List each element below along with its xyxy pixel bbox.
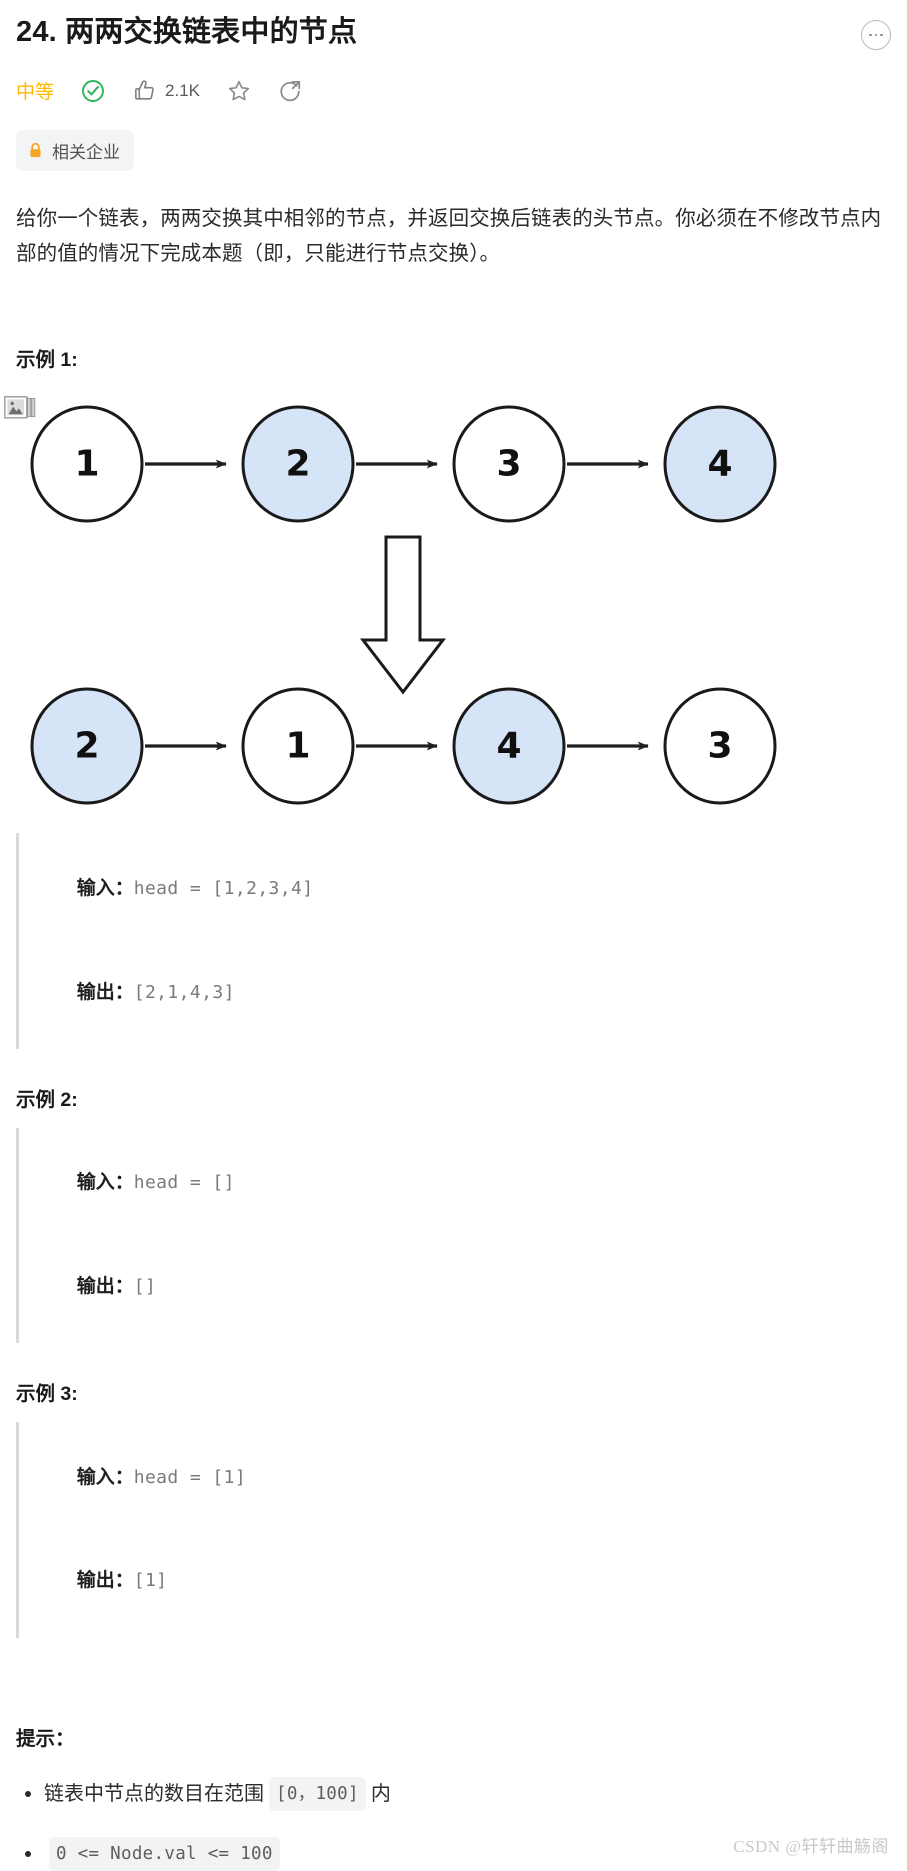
input-value: head = [1,2,3,4] xyxy=(133,877,314,899)
svg-text:4: 4 xyxy=(707,444,732,485)
example-3-output-line: 输出：[1] xyxy=(45,1530,891,1634)
hint-code: 0 <= Node.val <= 100 xyxy=(49,1836,280,1871)
example-2-input-line: 输入：head = [] xyxy=(45,1132,891,1236)
example-2-output-line: 输出：[] xyxy=(45,1235,891,1339)
example-1-code-block: 输入：head = [1,2,3,4] 输出：[2,1,4,3] xyxy=(16,833,891,1049)
example-1-input-line: 输入：head = [1,2,3,4] xyxy=(45,837,891,941)
svg-text:3: 3 xyxy=(707,726,732,767)
example-1-diagram: 1 2 3 4 xyxy=(4,392,891,817)
related-companies-button[interactable]: 相关企业 xyxy=(16,129,134,171)
svg-text:2: 2 xyxy=(285,444,310,485)
diagram-node: 4 xyxy=(663,405,777,523)
like-button[interactable]: 2.1K xyxy=(132,78,200,103)
input-value: head = [] xyxy=(133,1172,235,1194)
tag-row: 相关企业 xyxy=(16,129,891,171)
solved-status[interactable] xyxy=(80,78,106,104)
share-button[interactable] xyxy=(278,78,304,104)
example-1-output-line: 输出：[2,1,4,3] xyxy=(45,941,891,1045)
problem-description: 给你一个链表，两两交换其中相邻的节点，并返回交换后链表的头节点。你必须在不修改节… xyxy=(16,206,882,265)
diagram-node: 3 xyxy=(663,687,777,805)
related-companies-label: 相关企业 xyxy=(52,142,120,162)
output-value: [1] xyxy=(133,1570,168,1592)
example-2-code-block: 输入：head = [] 输出：[] xyxy=(16,1127,891,1344)
output-label: 输出： xyxy=(76,1275,134,1297)
svg-text:1: 1 xyxy=(285,726,310,767)
example-1-heading: 示例 1: xyxy=(16,349,78,372)
svg-text:1: 1 xyxy=(74,444,99,485)
hint-item: 链表中节点的数目在范围 [0，100] 内 xyxy=(16,1776,891,1811)
star-outline-icon xyxy=(228,80,250,101)
diagram-node: 1 xyxy=(30,405,144,523)
input-label: 输入： xyxy=(76,1466,134,1488)
ellipsis-icon xyxy=(869,33,883,37)
favorite-button[interactable] xyxy=(226,78,252,104)
example-2-heading: 示例 2: xyxy=(16,1088,78,1111)
linked-list-diagram: 1 2 3 4 xyxy=(30,405,777,805)
input-label: 输入： xyxy=(76,877,134,899)
down-block-arrow-icon xyxy=(359,535,447,695)
output-value: [] xyxy=(133,1275,157,1297)
difficulty-badge: 中等 xyxy=(16,82,55,104)
example-3-code-block: 输入：head = [1] 输出：[1] xyxy=(16,1422,891,1638)
diagram-node: 1 xyxy=(241,687,355,805)
diagram-node: 3 xyxy=(452,405,566,523)
like-count: 2.1K xyxy=(165,80,200,100)
diagram-node: 2 xyxy=(241,405,355,523)
hint-text-before: 链表中节点的数目在范围 xyxy=(44,1782,264,1805)
broken-image-icon xyxy=(4,396,36,419)
thumbs-up-icon xyxy=(135,80,154,100)
svg-text:2: 2 xyxy=(74,726,99,767)
svg-text:4: 4 xyxy=(496,726,521,767)
example-3-input-line: 输入：head = [1] xyxy=(45,1426,891,1530)
hint-text-after: 内 xyxy=(370,1782,391,1805)
csdn-watermark: CSDN @轩轩曲觞阁 xyxy=(733,1836,889,1856)
more-options-button[interactable] xyxy=(861,20,891,50)
svg-text:3: 3 xyxy=(496,444,521,485)
lock-icon xyxy=(30,142,41,157)
meta-row: 中等 2.1K xyxy=(16,74,891,108)
page-title: 24. 两两交换链表中的节点 xyxy=(16,16,358,48)
check-circle-icon xyxy=(82,79,104,102)
output-label: 输出： xyxy=(76,1570,134,1592)
diagram-node: 4 xyxy=(452,687,566,805)
example-3-heading: 示例 3: xyxy=(16,1383,78,1406)
hint-code: [0，100] xyxy=(269,1776,366,1811)
share-icon xyxy=(280,80,301,101)
output-label: 输出： xyxy=(76,981,134,1003)
input-label: 输入： xyxy=(76,1172,134,1194)
diagram-row-top: 1 2 3 4 xyxy=(30,405,777,523)
diagram-row-bottom: 2 1 4 3 xyxy=(30,687,777,805)
hints-heading: 提示： xyxy=(16,1727,75,1750)
input-value: head = [1] xyxy=(133,1466,247,1488)
diagram-node: 2 xyxy=(30,687,144,805)
output-value: [2,1,4,3] xyxy=(133,981,235,1003)
title-row: 24. 两两交换链表中的节点 xyxy=(16,0,891,52)
